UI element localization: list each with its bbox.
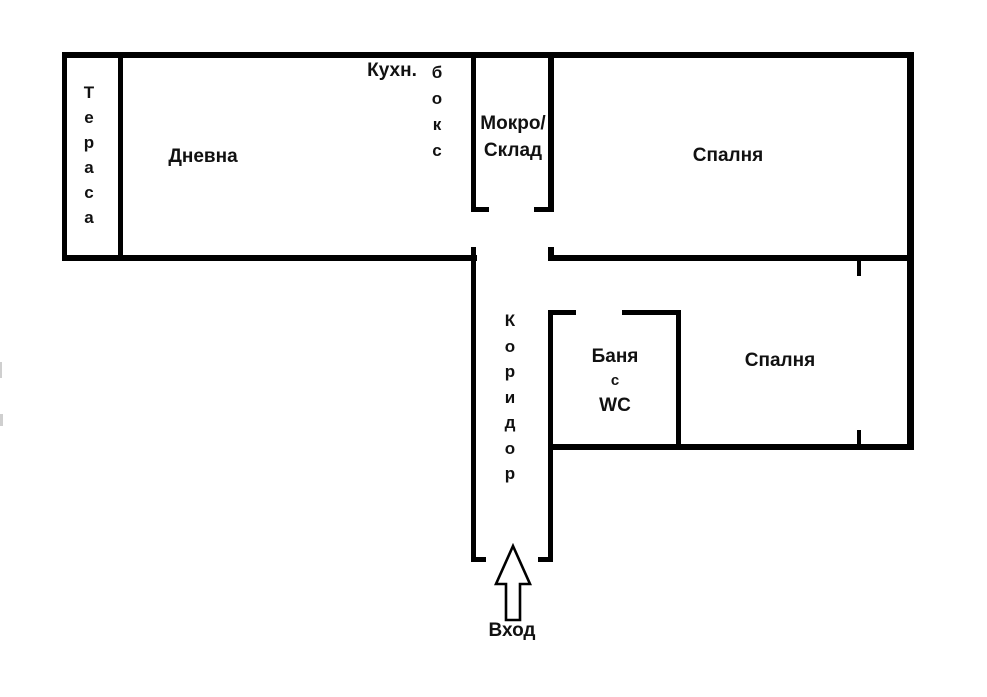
room-label-bedroom-top: Спалня [692,145,764,166]
wall-bottom-right [548,255,914,261]
room-label-bathroom: Баня с WC [592,345,639,418]
wall-bottom-left [62,255,477,261]
wall-outer-right [907,52,914,450]
wall-corridor-left [471,247,476,562]
wall-terrace-divider [118,52,123,261]
wall-bathroom-top-left [548,310,576,315]
bathroom-line2: с [610,372,620,389]
up-arrow-icon [493,543,533,622]
door-jamb-storage-right [534,207,554,212]
door-jamb-entrance-right [538,557,553,562]
edge-artifact [0,414,3,426]
wet-storage-line1: Мокро/ [480,113,546,134]
bathroom-line3: WC [599,395,631,416]
wall-lower-bottom [548,444,914,450]
wall-outer-top [62,52,914,58]
bathroom-line1: Баня [591,346,639,367]
room-label-bedroom-bottom: Спалня [744,350,816,371]
room-label-wet-storage: Мокро/ Склад [480,110,545,164]
tick-bedroom-bottom-bottom [857,430,861,444]
wall-bathroom-top-right [622,310,681,315]
door-jamb-storage-left [471,207,489,212]
wall-vestibule-right-stub [548,247,554,261]
entrance-label: Вход [488,620,536,641]
door-jamb-entrance-left [471,557,486,562]
wet-storage-line2: Склад [483,140,543,161]
wall-storage-left [471,52,476,212]
wall-corridor-right [548,310,553,562]
wall-bathroom-right [676,310,681,450]
room-label-living-room: Дневна [168,146,238,167]
edge-artifact [0,362,2,378]
wall-storage-right [548,52,554,212]
tick-bedroom-bottom-top [857,261,861,276]
room-label-kitchenette: Кухн. [367,60,417,81]
wall-terrace-left [62,52,67,261]
